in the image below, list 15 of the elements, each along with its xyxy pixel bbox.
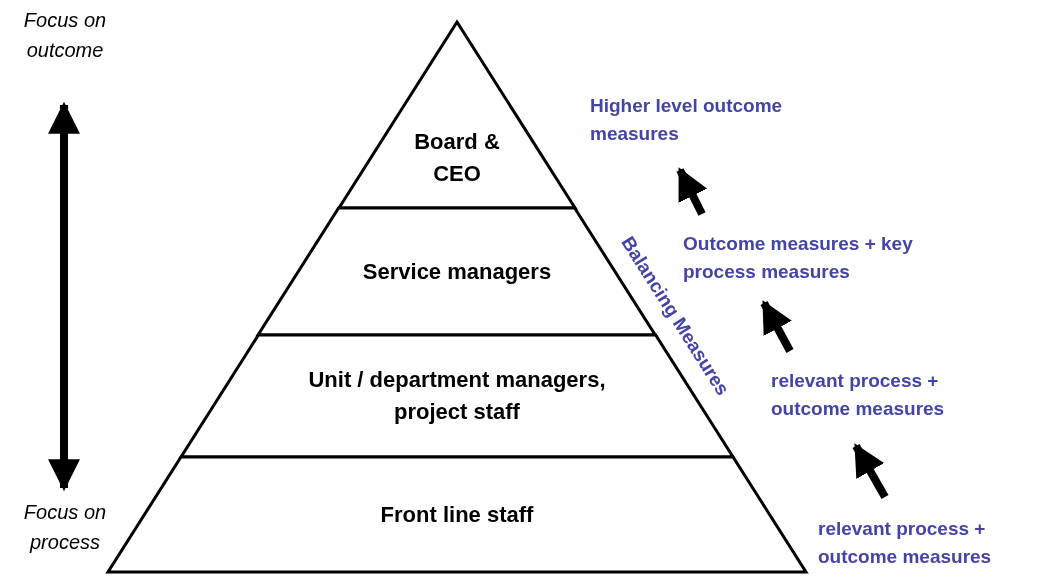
focus-label: Focus on outcome [20,5,110,65]
focus-label: Focus on process [20,497,110,557]
measure-label: Higher level outcome measures [590,92,850,148]
arrow [676,167,708,216]
arrow [760,300,794,353]
double-arrow [48,101,80,492]
tier-label: Board & CEO [413,128,501,188]
measure-label: relevant process + outcome measures [818,515,1041,571]
pyramid-tier [108,457,806,572]
tier-label: Front line staff [379,500,535,529]
pyramid-top-tier [338,22,575,208]
arrow [852,443,889,499]
tier-label: Unit / department managers, project staff [307,366,607,426]
measure-label: relevant process + outcome measures [771,367,1011,423]
measure-label: Outcome measures + key process measures [683,230,953,286]
